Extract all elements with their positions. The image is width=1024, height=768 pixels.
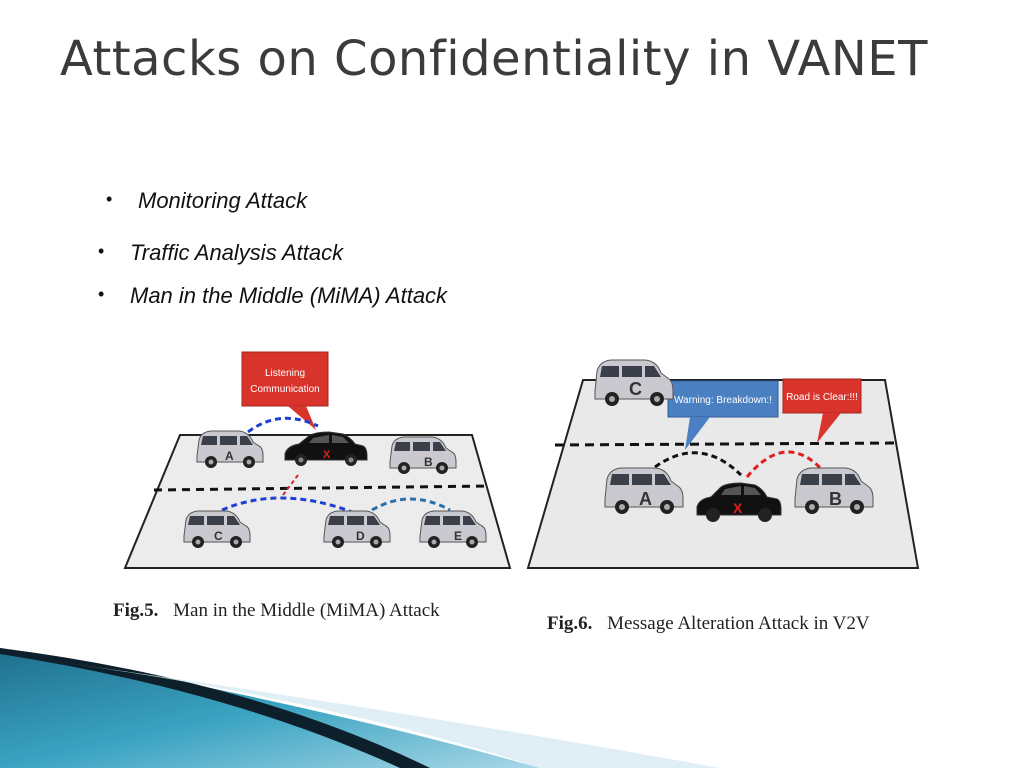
- bullet-item: • Monitoring Attack: [106, 188, 308, 214]
- svg-text:E: E: [454, 529, 462, 543]
- car-b: B: [794, 467, 874, 515]
- bullet-item: • Man in the Middle (MiMA) Attack: [98, 283, 448, 309]
- figure-5-title: Man in the Middle (MiMA) Attack: [173, 600, 440, 621]
- bullet-text: Monitoring Attack: [138, 188, 308, 213]
- car-b: B: [389, 436, 457, 475]
- svg-text:C: C: [214, 529, 223, 543]
- car-a: A: [604, 467, 684, 515]
- car-c: C: [183, 510, 251, 549]
- figure-6-title: Message Alteration Attack in V2V: [607, 613, 870, 634]
- svg-text:A: A: [639, 489, 652, 509]
- car-d: D: [323, 510, 391, 549]
- figure-5-mima-diagram: Listening Communication A X B C D E: [123, 351, 512, 569]
- warning-bubble: Warning: Breakdown:!: [667, 380, 779, 450]
- figure-6-caption: Fig.6. Message Alteration Attack in V2V: [547, 613, 870, 635]
- slide-title: Attacks on Confidentiality in VANET: [60, 31, 928, 87]
- bullet-dot-icon: •: [106, 189, 113, 209]
- road-clear-bubble: Road is Clear:!!!: [782, 378, 862, 443]
- car-e: E: [419, 510, 487, 549]
- bullet-text: Traffic Analysis Attack: [130, 240, 344, 265]
- figure-5-number: Fig.5.: [113, 600, 159, 621]
- svg-text:X: X: [733, 500, 743, 516]
- arrow-x-to-b: [745, 450, 827, 478]
- svg-text:Listening: Listening: [265, 368, 305, 379]
- lane-divider: [153, 484, 491, 492]
- arrow-a-to-x: [654, 451, 743, 477]
- attacker-car: X: [284, 431, 368, 467]
- listening-bubble: Listening Communication: [241, 351, 329, 430]
- bullet-item: • Traffic Analysis Attack: [98, 240, 344, 266]
- svg-text:Warning: Breakdown:!: Warning: Breakdown:!: [674, 395, 772, 406]
- svg-text:B: B: [424, 455, 433, 469]
- arrow-a-to-x: [247, 416, 319, 434]
- svg-text:D: D: [356, 529, 365, 543]
- svg-text:X: X: [323, 449, 331, 461]
- car-c: C: [594, 359, 674, 407]
- svg-text:Road is Clear:!!!: Road is Clear:!!!: [786, 392, 858, 403]
- bullet-dot-icon: •: [98, 284, 105, 304]
- arrow-d-to-e: [371, 497, 451, 512]
- bullet-dot-icon: •: [98, 241, 105, 261]
- arrow-c-to-d: [221, 496, 353, 514]
- svg-text:C: C: [629, 379, 642, 399]
- lane-divider: [554, 441, 898, 447]
- figure-5-caption: Fig.5. Man in the Middle (MiMA) Attack: [113, 600, 440, 622]
- figure-6-alteration-diagram: Warning: Breakdown:! Road is Clear:!!! C…: [526, 359, 920, 569]
- svg-text:A: A: [225, 449, 234, 463]
- figure-6-number: Fig.6.: [547, 613, 593, 634]
- bullet-text: Man in the Middle (MiMA) Attack: [130, 283, 448, 308]
- svg-text:Communication: Communication: [250, 384, 319, 395]
- footer-decoration: [0, 648, 720, 768]
- attacker-car: X: [696, 482, 782, 522]
- svg-text:B: B: [829, 489, 842, 509]
- car-a: A: [196, 430, 264, 469]
